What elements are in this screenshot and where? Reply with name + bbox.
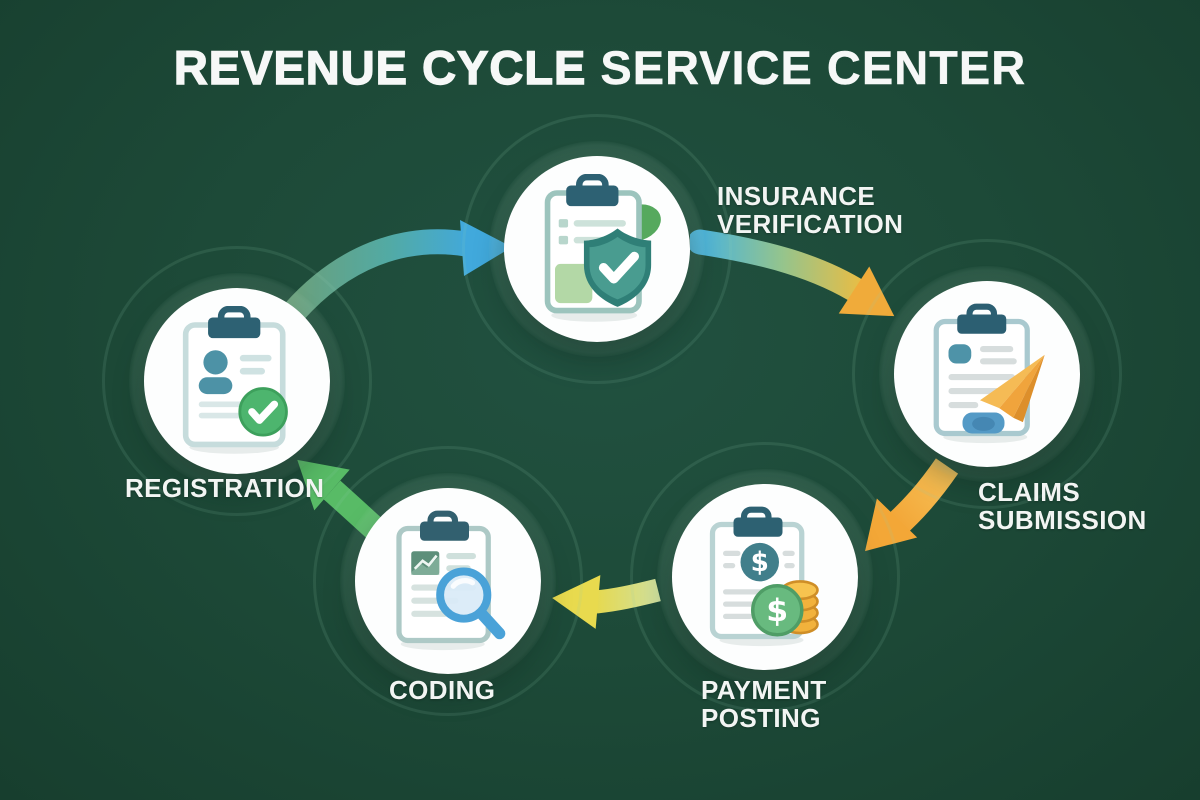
- node-halo-ring: [102, 246, 372, 516]
- clipboard-paper-plane-icon: [933, 303, 1045, 444]
- label-registration: REGISTRATION: [125, 474, 324, 502]
- node-halo-ring: [630, 442, 900, 712]
- label-line: SUBMISSION: [978, 505, 1147, 536]
- node-coding: [313, 446, 583, 716]
- node-halo-ring: [313, 446, 583, 716]
- node-circle-insurance-verification: [504, 156, 690, 342]
- svg-text:$: $: [751, 548, 769, 578]
- diagram-title-part1: REVENUE CYCLE: [173, 41, 587, 94]
- clipboard-shield-check-icon: [544, 174, 661, 322]
- node-circle-payment-posting: $ $: [672, 484, 858, 670]
- label-line: CODING: [389, 675, 496, 705]
- node-circle-claims-submission: [894, 281, 1080, 467]
- svg-text:$: $: [766, 593, 788, 629]
- label-insurance-verification: INSURANCE VERIFICATION: [717, 182, 903, 238]
- label-line: INSURANCE: [717, 181, 876, 211]
- label-line: REGISTRATION: [125, 473, 325, 503]
- label-coding: CODING: [389, 676, 495, 704]
- label-line: PAYMENT: [701, 675, 827, 705]
- label-claims-submission: CLAIMS SUBMISSION: [978, 478, 1147, 534]
- label-line: VERIFICATION: [717, 209, 904, 240]
- clipboard-user-check-icon: [182, 306, 288, 454]
- diagram-title-part2: SERVICE CENTER: [600, 41, 1027, 94]
- clipboard-dollar-coins-icon: $ $: [709, 506, 819, 647]
- node-payment-posting: $ $: [630, 442, 900, 712]
- node-halo-ring: [852, 239, 1122, 509]
- node-circle-coding: [355, 488, 541, 674]
- node-claims-submission: [852, 239, 1122, 509]
- node-halo-ring: [462, 114, 732, 384]
- label-payment-posting: PAYMENT POSTING: [701, 676, 827, 732]
- label-line: POSTING: [701, 703, 821, 734]
- node-insurance-verification: [462, 114, 732, 384]
- node-registration: [102, 246, 372, 516]
- clipboard-magnifier-icon: [396, 510, 506, 651]
- node-circle-registration: [144, 288, 330, 474]
- label-line: CLAIMS: [978, 477, 1081, 507]
